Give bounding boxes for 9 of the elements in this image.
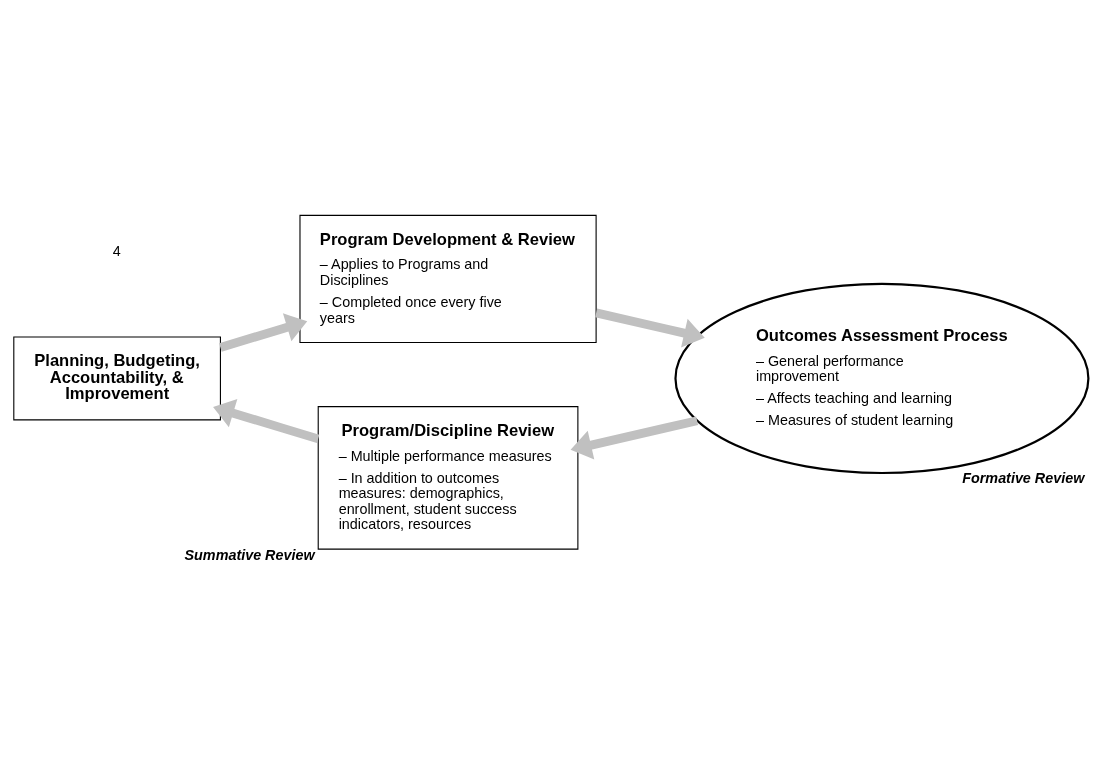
arrow xyxy=(595,308,705,348)
node-box: Planning, Budgeting, Accountability, & Improvement xyxy=(13,336,221,421)
node-box: Program/Discipline Review – Multiple performance measures – In addition to outcomes measures: demographics, enrollment, student success indicators, resources xyxy=(317,406,579,550)
node-box: Program Development & Review – Applies to Programs and Disciplines – Completed once every five years xyxy=(299,214,597,344)
arrow xyxy=(213,399,320,444)
node-label: Summative Review xyxy=(184,546,315,563)
label: 4 xyxy=(112,243,121,260)
arrow xyxy=(570,416,699,460)
arrow xyxy=(219,313,308,352)
